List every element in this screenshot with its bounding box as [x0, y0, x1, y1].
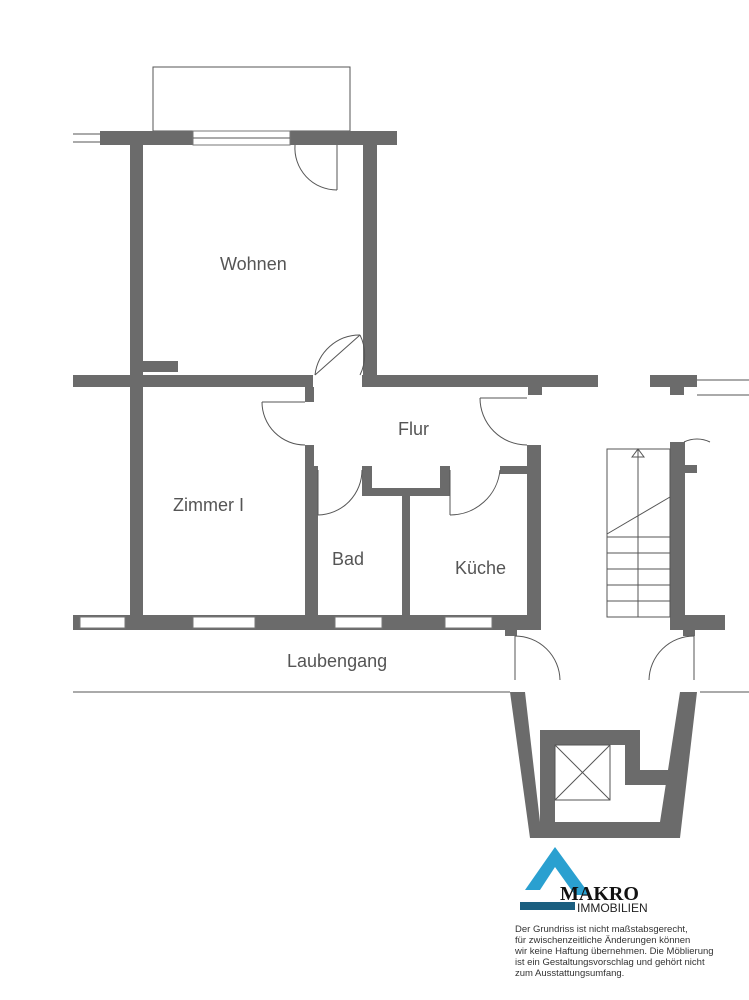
- disclaimer-line: Der Grundriss ist nicht maßstabsgerecht,: [515, 924, 688, 935]
- disclaimer: Der Grundriss ist nicht maßstabsgerecht,…: [515, 924, 745, 979]
- logo-triangle-icon: MAKRO IMMOBILIEN: [520, 847, 648, 915]
- staircase: [606, 448, 671, 618]
- disclaimer-line: ist ein Gestaltungsvorschlag und gehört …: [515, 957, 705, 968]
- svg-text:MAKRO: MAKRO: [560, 883, 639, 905]
- room-label-wohnen: Wohnen: [220, 254, 287, 274]
- disclaimer-line: wir keine Haftung übernehmen. Die Möblie…: [515, 946, 714, 957]
- room-label-laubengang: Laubengang: [287, 651, 387, 671]
- disclaimer-line: für zwischenzeitliche Änderungen können: [515, 935, 691, 946]
- room-label-kueche: Küche: [455, 558, 506, 578]
- room-label-zimmer: Zimmer I: [173, 495, 244, 515]
- room-label-bad: Bad: [332, 549, 364, 569]
- walls: [73, 130, 749, 838]
- makro-logo: MAKRO IMMOBILIEN: [515, 845, 715, 915]
- room-label-flur: Flur: [398, 419, 429, 439]
- svg-text:IMMOBILIEN: IMMOBILIEN: [577, 901, 648, 915]
- balcony: [152, 66, 351, 132]
- doors: [261, 144, 711, 681]
- disclaimer-line: zum Ausstattungsumfang.: [515, 968, 625, 979]
